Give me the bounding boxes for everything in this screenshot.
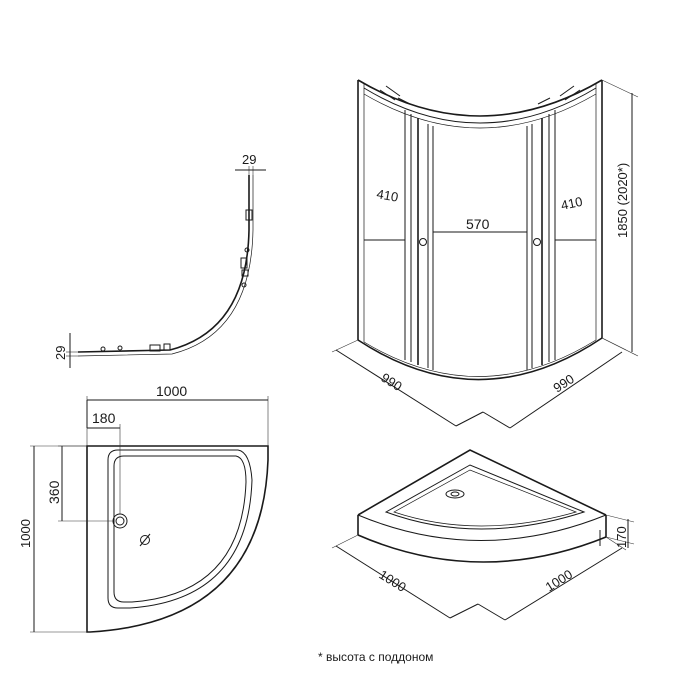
tray3d-dim-height: 170 xyxy=(614,526,629,548)
tray-dim-width: 1000 xyxy=(156,383,187,399)
tray-dim-drain-x: 180 xyxy=(92,410,116,426)
cabin-dim-right-panel: 410 xyxy=(560,194,584,213)
tray-dim-drain-y: 360 xyxy=(46,480,62,504)
top-view-curve xyxy=(66,166,266,368)
cabin-dim-base-left: 990 xyxy=(378,370,404,394)
shower-cabin xyxy=(331,79,639,429)
tray-plan xyxy=(30,396,269,633)
tray-3d xyxy=(331,449,635,621)
cabin-dim-center: 570 xyxy=(466,216,490,232)
tray-dim-depth: 1000 xyxy=(18,519,33,548)
cabin-dim-left-panel: 410 xyxy=(375,186,399,205)
tray3d-dim-left: 1000 xyxy=(376,567,408,595)
cabin-dim-height: 1850 (2020*) xyxy=(615,163,630,238)
cabin-dim-base-right: 990 xyxy=(550,371,576,395)
footnote: * высота с поддоном xyxy=(318,650,434,664)
tray3d-dim-right: 1000 xyxy=(543,566,575,594)
left-dim-29: 29 xyxy=(53,346,68,360)
top-dim-29: 29 xyxy=(242,152,256,167)
